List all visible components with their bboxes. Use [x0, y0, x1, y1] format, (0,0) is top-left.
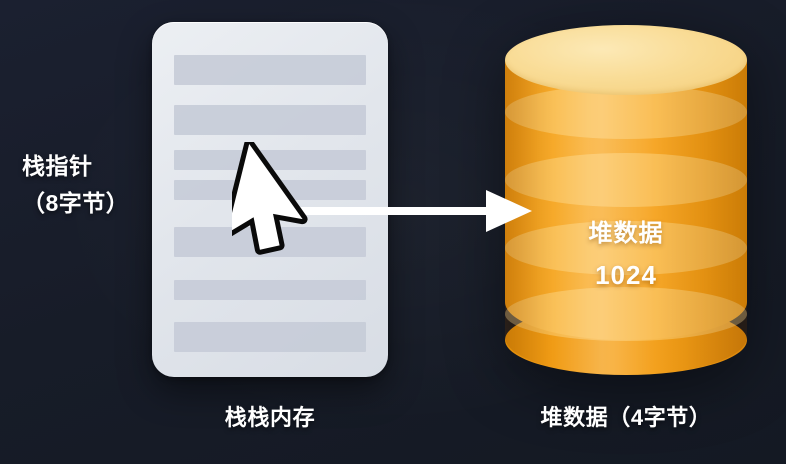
- memory-row: [174, 55, 366, 85]
- stack-pointer-label: 栈指针 （8字节）: [22, 148, 150, 223]
- heap-cylinder: 堆数据 1024: [505, 25, 747, 375]
- mouse-pointer-icon: [232, 142, 308, 255]
- cylinder-top: [505, 25, 747, 95]
- memory-row: [174, 280, 366, 300]
- right-arrow-icon: [300, 190, 532, 232]
- heap-data-title: 堆数据: [588, 220, 664, 247]
- cylinder-ring: [505, 153, 747, 207]
- stack-pointer-label-line1: 栈指针: [22, 153, 93, 179]
- heap-caption: 堆数据（4字节）: [540, 405, 712, 430]
- stack-pointer-label-line2: （8字节）: [22, 190, 130, 217]
- stack-caption: 栈栈内存: [224, 405, 316, 430]
- memory-row: [174, 150, 366, 170]
- cylinder-ring: [505, 221, 747, 275]
- memory-row: [174, 105, 366, 135]
- cylinder-body: [505, 60, 747, 340]
- heap-data-value: 1024: [595, 260, 657, 290]
- memory-row: [174, 322, 366, 352]
- cylinder-ring: [505, 287, 747, 341]
